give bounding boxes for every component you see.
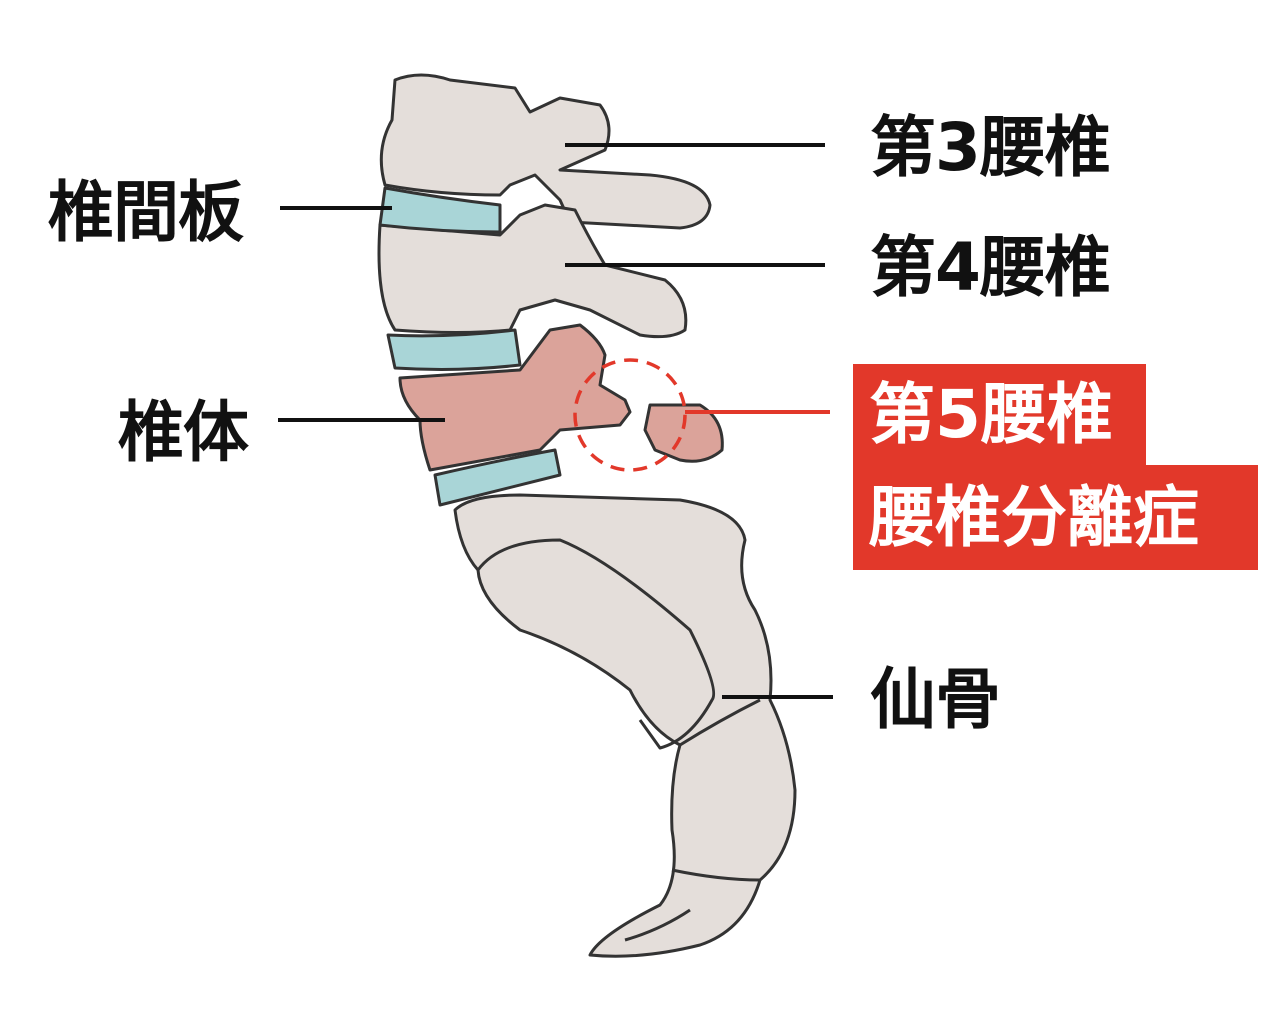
fracture-highlight-circle — [573, 358, 687, 472]
l5-vertebra — [398, 323, 632, 472]
disc-l4-l5 — [386, 328, 522, 371]
label-vertebral-body: 椎体 — [118, 394, 249, 471]
label-sacrum: 仙骨 — [870, 661, 1001, 738]
disc-l5-s1 — [433, 448, 562, 507]
l3-vertebra — [379, 73, 712, 230]
label-l4: 第4腰椎 — [870, 229, 1111, 306]
label-l5: 第5腰椎 — [853, 364, 1146, 466]
label-condition: 腰椎分離症 — [853, 465, 1258, 570]
label-l3: 第3腰椎 — [870, 109, 1111, 186]
label-disc: 椎間板 — [48, 174, 244, 251]
disc-l3-l4 — [378, 186, 502, 234]
l4-vertebra — [377, 203, 688, 339]
sacrum-bone — [453, 493, 797, 958]
